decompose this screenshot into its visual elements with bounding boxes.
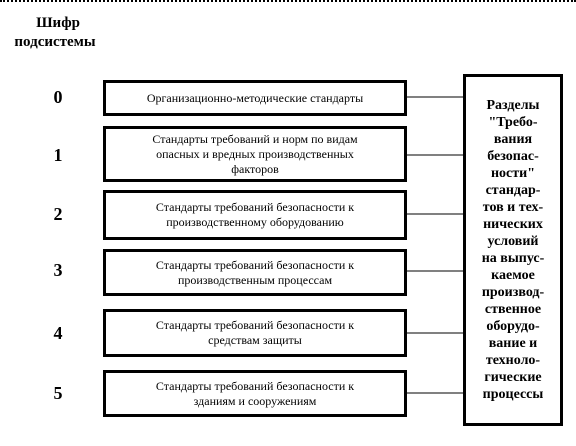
safety-requirements-sections-text: Разделы "Требо- вания безопас- ности" ст… (482, 97, 545, 403)
standard-label-5-line-2: зданиям и сооружениям (193, 393, 317, 408)
side-line-12: производ- (481, 285, 545, 300)
side-line-15: вание и (488, 336, 538, 351)
side-line-5: ности" (490, 166, 535, 181)
standard-label-1-line-3: факторов (231, 161, 279, 176)
standard-label-3-line-1: Стандарты требований безопасности к (155, 257, 355, 272)
standard-label-2-line-2: производственному оборудованию (166, 215, 344, 229)
side-line-6: стандар- (485, 183, 541, 198)
standard-label-1-line-2: опасных и вредных производственных (156, 146, 354, 161)
standard-label-4-line-2: средствам защиты (208, 333, 302, 347)
standard-box-4: Стандарты требований безопасности к сред… (103, 309, 407, 357)
side-line-9: условий (487, 234, 539, 249)
side-line-7: тов и тех- (482, 200, 544, 215)
side-line-14: оборудо- (486, 319, 540, 334)
standard-box-0: Организационно-методические стандарты (103, 80, 407, 116)
header-line-2: подсистемы (14, 34, 96, 50)
side-line-16: техноло- (485, 353, 541, 368)
side-line-8: нических (483, 217, 543, 232)
subsystem-code-0: 0 (53, 87, 63, 107)
side-line-2: "Требо- (488, 115, 538, 130)
standard-label-3-line-2: производственным процессам (177, 272, 333, 287)
subsystem-code-4: 4 (53, 323, 63, 343)
subsystem-code-2: 2 (53, 204, 63, 224)
top-dotted-rule (0, 0, 576, 2)
safety-requirements-sections-box: Разделы "Требо- вания безопас- ности" ст… (463, 74, 563, 426)
standard-box-5: Стандарты требований безопасности к здан… (103, 370, 407, 417)
side-line-11: каемое (491, 268, 535, 283)
standard-box-1: Стандарты требований и норм по видам опа… (103, 126, 407, 182)
side-line-13: ственное (484, 302, 542, 317)
standard-label-4-line-1: Стандарты требований безопасности к (155, 318, 355, 332)
side-line-1: Разделы (486, 98, 540, 113)
subsystem-code-header: Шифр подсистемы (0, 14, 110, 52)
side-line-3: вания (493, 132, 533, 147)
side-line-4: безопас- (487, 149, 539, 164)
standard-label-2-line-1: Стандарты требований безопасности к (155, 200, 355, 214)
side-line-17: гические (484, 370, 542, 385)
standard-label-5-line-1: Стандарты требований безопасности к (155, 378, 355, 393)
side-line-18: процессы (482, 387, 544, 402)
header-line-1: Шифр (36, 15, 80, 31)
subsystem-code-1: 1 (53, 145, 63, 165)
subsystem-code-3: 3 (53, 260, 63, 280)
standard-label-0-line-1: Организационно-методические стандарты (146, 90, 364, 105)
standard-label-1-line-1: Стандарты требований и норм по видам (152, 131, 358, 146)
side-line-10: на выпус- (481, 251, 545, 266)
subsystem-code-5: 5 (53, 383, 63, 403)
standard-box-3: Стандарты требований безопасности к прои… (103, 249, 407, 296)
standard-box-2: Стандарты требований безопасности к прои… (103, 190, 407, 240)
